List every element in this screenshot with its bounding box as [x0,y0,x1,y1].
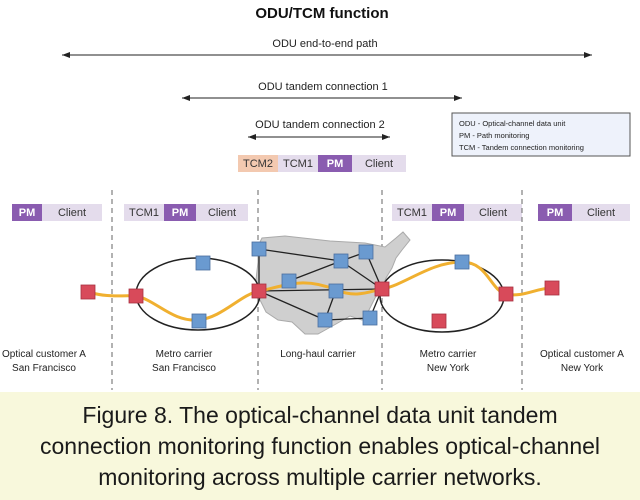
region-customer-ny-1: Optical customer A [540,349,624,360]
center-client: Client [365,158,393,170]
blue-node [281,273,297,289]
blue-nodes [191,241,470,329]
legend-pm: PM - Path monitoring [459,131,529,140]
caption-line-3: monitoring across multiple carrier netwo… [98,463,542,490]
legend: ODU - Optical-channel data unit PM - Pat… [451,112,631,157]
red-node [544,280,560,296]
customer-ny-pm: PM [547,207,564,219]
red-node [128,288,144,304]
tandem-1-label: ODU tandem connection 1 [258,81,388,93]
region-metro-sf-2: San Francisco [152,363,216,374]
blue-node [191,313,207,329]
blue-node [317,312,333,328]
region-long-haul: Long-haul carrier [280,349,356,360]
customer-sf-client: Client [58,207,86,219]
metro-ny-tcm1: TCM1 [397,207,427,219]
stack-customer-ny: PM Client [538,204,630,221]
region-customer-sf-2: San Francisco [12,363,76,374]
stack-metro-ny: TCM1 PM Client [392,204,522,221]
customer-sf-pm: PM [19,207,36,219]
stack-metro-sf: TCM1 PM Client [124,204,248,221]
legend-tcm: TCM - Tandem connection monitoring [459,143,584,152]
red-node [374,281,390,297]
red-node [80,284,96,300]
caption-line-2: connection monitoring function enables o… [39,432,601,459]
metro-ny-pm: PM [440,207,457,219]
region-customer-sf-1: Optical customer A [2,349,86,360]
figure-caption: Figure 8. The optical-channel data unit … [0,392,640,500]
red-node [498,286,514,302]
red-nodes [80,280,560,329]
region-metro-ny-2: New York [427,363,470,374]
legend-odu: ODU - Optical-channel data unit [459,119,566,128]
metro-sf-client: Client [208,207,236,219]
diagram-title: ODU/TCM function [255,5,388,22]
stack-customer-sf: PM Client [12,204,102,221]
region-metro-sf-1: Metro carrier [156,349,213,360]
blue-node [195,255,211,271]
caption-line-1: Figure 8. The optical-channel data unit … [82,401,558,428]
center-tcm2: TCM2 [243,158,273,170]
red-node [431,313,447,329]
blue-node [251,241,267,257]
blue-node [358,244,374,260]
blue-node [454,254,470,270]
region-customer-ny-2: New York [561,363,604,374]
red-node [251,283,267,299]
odu-tcm-diagram: ODU/TCM function ODU end-to-end path ODU… [2,5,631,390]
region-metro-ny-1: Metro carrier [420,349,477,360]
end-to-end-label: ODU end-to-end path [272,38,377,50]
tandem-2-label: ODU tandem connection 2 [255,119,385,131]
blue-node [333,253,349,269]
center-tcm1: TCM1 [283,158,313,170]
customer-ny-client: Client [587,207,615,219]
metro-ny-client: Client [479,207,507,219]
metro-sf-tcm1: TCM1 [129,207,159,219]
metro-sf-pm: PM [172,207,189,219]
stack-center: TCM2 TCM1 PM Client [238,155,406,172]
center-pm: PM [327,158,344,170]
blue-node [362,310,378,326]
blue-node [328,283,344,299]
